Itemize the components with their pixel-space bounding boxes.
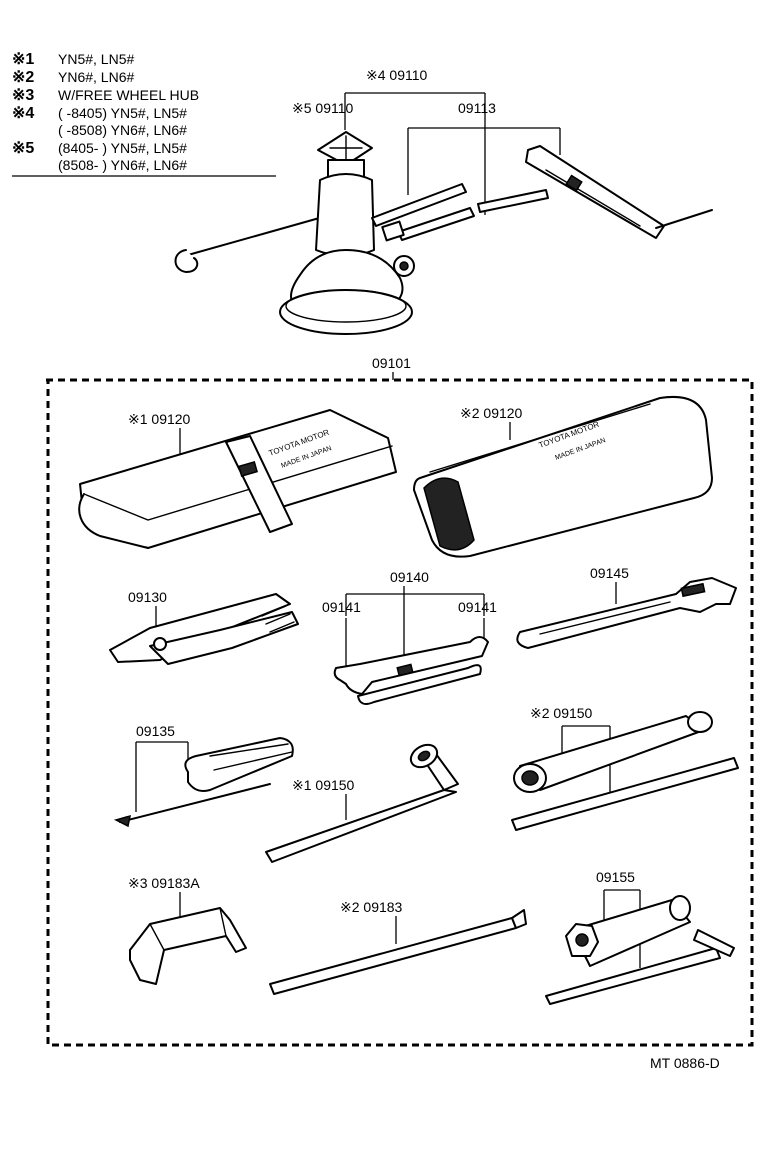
tool-bag-1-buckle bbox=[238, 461, 258, 477]
label-screwdriver: 09135 bbox=[136, 723, 175, 739]
wrench-141-right bbox=[357, 664, 482, 705]
note-text-5b: (8508- ) YN6#, LN6# bbox=[58, 157, 187, 173]
label-pliers: 09130 bbox=[128, 589, 167, 605]
lug-wrench-2: ※2 09150 bbox=[511, 705, 739, 831]
tool-kit-border bbox=[46, 378, 754, 1047]
note-text-5: (8405- ) YN5#, LN5# bbox=[58, 140, 187, 156]
label-lug-wrench-1: ※1 09150 bbox=[292, 777, 355, 793]
wrench-set: 09140 09141 09141 bbox=[322, 569, 497, 705]
hub-tool: ※3 09183A bbox=[128, 875, 247, 985]
screwdriver-shaft bbox=[119, 783, 271, 823]
lug-wrench-1: ※1 09150 bbox=[265, 743, 459, 863]
jack-handle-rod-2 bbox=[397, 207, 475, 241]
note-mark-1: ※1 bbox=[12, 51, 34, 68]
tool-bag-2: ※2 09120 TOYOTA MOTOR MADE IN JAPAN bbox=[413, 396, 713, 558]
jack-base bbox=[279, 289, 413, 335]
pliers-pivot bbox=[153, 637, 167, 651]
lug-wrench-2-end bbox=[687, 711, 713, 733]
lug-wrench-1-bar bbox=[265, 789, 457, 863]
note-mark-4: ※4 bbox=[12, 105, 34, 122]
tire-iron: ※2 09183 bbox=[269, 899, 527, 995]
note-mark-3: ※3 bbox=[12, 87, 34, 104]
jack-hook-handle bbox=[187, 214, 331, 256]
pliers-lower-handle bbox=[149, 611, 299, 665]
screwdriver: 09135 bbox=[113, 723, 294, 828]
tool-bag-2-pouch bbox=[413, 396, 713, 558]
jack-handle-joint bbox=[381, 220, 405, 242]
note-text-3: W/FREE WHEEL HUB bbox=[58, 87, 199, 103]
plug-wrench-l-handle bbox=[693, 929, 735, 957]
note-text-1: YN5#, LN5# bbox=[58, 51, 134, 67]
label-tire-iron: ※2 09183 bbox=[340, 899, 403, 915]
label-lug-wrench-2: ※2 09150 bbox=[530, 705, 593, 721]
jack-handle-rod-3 bbox=[477, 189, 549, 213]
label-plug-wrench: 09155 bbox=[596, 869, 635, 885]
adjustable-wrench-worm bbox=[680, 582, 706, 598]
tool-bag-2-opening bbox=[423, 477, 475, 551]
tool-bag-1: ※1 09120 TOYOTA MOTOR MADE IN JAPAN bbox=[78, 409, 397, 549]
jack-handle-rod-1 bbox=[371, 183, 467, 227]
lug-wrench-2-bar bbox=[511, 757, 739, 831]
tire-iron-bar bbox=[269, 917, 517, 995]
screwdriver-tip bbox=[113, 814, 131, 828]
jack-group: ※4 09110 ※5 09110 09113 bbox=[174, 67, 713, 335]
leader-jack-handle bbox=[407, 127, 561, 195]
jack-lever-bar bbox=[655, 209, 713, 229]
label-wrench-right: 09141 bbox=[458, 599, 497, 615]
adjustable-wrench: 09145 bbox=[516, 565, 737, 649]
jack-lever bbox=[525, 145, 665, 239]
label-wrench-left: 09141 bbox=[322, 599, 361, 615]
label-jack-group: ※4 09110 bbox=[366, 67, 428, 83]
jack-hook-end bbox=[174, 249, 199, 273]
note-text-4: ( -8405) YN5#, LN5# bbox=[58, 105, 187, 121]
tool-bag-1-roll bbox=[79, 409, 397, 549]
pliers: 09130 bbox=[109, 589, 299, 665]
note-mark-5: ※5 bbox=[12, 140, 34, 157]
tool-kit: 09101 bbox=[46, 355, 754, 1047]
jack-upper-body bbox=[315, 173, 375, 257]
label-jack: ※5 09110 bbox=[292, 100, 354, 116]
note-mark-2: ※2 bbox=[12, 69, 34, 86]
tool-bag-1-strap bbox=[225, 435, 293, 533]
diagram-id: MT 0886-D bbox=[650, 1055, 720, 1071]
label-tool-bag-2: ※2 09120 bbox=[460, 405, 523, 421]
label-hub-tool: ※3 09183A bbox=[128, 875, 200, 891]
hub-tool-body bbox=[129, 907, 247, 985]
label-tool-bag-1: ※1 09120 bbox=[128, 411, 191, 427]
plug-wrench: 09155 bbox=[545, 869, 735, 1005]
tire-iron-tip bbox=[511, 909, 527, 929]
label-wrench-set: 09140 bbox=[390, 569, 429, 585]
applicability-notes: ※1 YN5#, LN5# ※2 YN6#, LN6# ※3 W/FREE WH… bbox=[12, 51, 276, 177]
label-adjustable-wrench: 09145 bbox=[590, 565, 629, 581]
label-jack-handle: 09113 bbox=[458, 100, 496, 116]
note-text-2: YN6#, LN6# bbox=[58, 69, 134, 85]
plug-wrench-bar bbox=[545, 947, 721, 1005]
note-text-4b: ( -8508) YN6#, LN6# bbox=[58, 122, 187, 138]
leader-jack-group bbox=[344, 92, 486, 215]
label-tool-kit: 09101 bbox=[372, 355, 411, 371]
